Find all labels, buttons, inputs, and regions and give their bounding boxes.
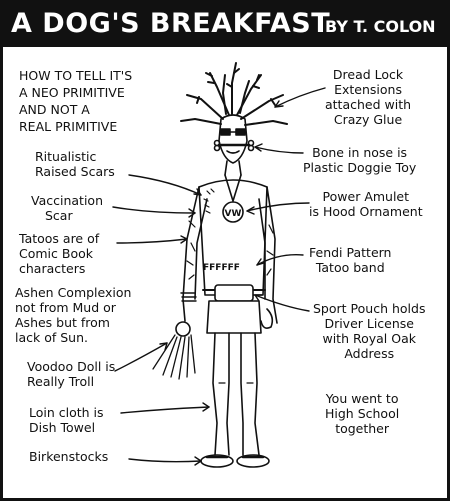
title-banner: A DOG'S BREAKFAST BY T. COLON (3, 3, 447, 47)
label-line: Dish Towel (29, 420, 96, 435)
label-line: Tatoo band (315, 260, 385, 275)
comic-title: A DOG'S BREAKFAST (11, 8, 331, 39)
label-line: Vaccination (31, 193, 103, 208)
label-line: Really Troll (27, 374, 95, 389)
label-line: together (335, 421, 390, 436)
label-line: attached with (325, 97, 412, 112)
label-line: Power Amulet (322, 189, 410, 204)
comic-byline: BY T. COLON (325, 17, 436, 36)
bone-drawing (213, 139, 255, 152)
dreadlock-label: Dread Lock Extensions attached with Craz… (325, 67, 411, 127)
fendi-label: Fendi Pattern Tatoo band (309, 245, 391, 275)
label-line: lack of Sun. (15, 330, 88, 345)
amulet-label: Power Amulet is Hood Ornament (309, 189, 423, 219)
label-line: Ritualistic (35, 149, 97, 164)
label-line: You went to (325, 391, 399, 406)
label-line: Ashes but from (15, 315, 110, 330)
label-line: is Hood Ornament (309, 204, 423, 219)
amulet-emblem: VW (225, 209, 242, 219)
label-line: High School (325, 406, 400, 421)
birkenstocks-label: Birkenstocks (29, 449, 108, 464)
pouch-label: Sport Pouch holds Driver License with Ro… (313, 301, 425, 361)
voodoo-doll-drawing (152, 321, 196, 380)
label-line: Loin cloth is (29, 405, 104, 420)
label-line: characters (19, 261, 86, 276)
label-line: Birkenstocks (29, 449, 109, 464)
tattoos-label: Tatoos are of Comic Book characters (19, 231, 99, 276)
label-line: Crazy Glue (333, 112, 403, 127)
label-line: Dread Lock (332, 67, 404, 82)
label-line: Bone in nose is (312, 145, 408, 160)
torso-drawing (198, 160, 268, 296)
label-line: Fendi Pattern (309, 245, 392, 260)
label-line: not from Mud or (15, 300, 116, 315)
heading-line: HOW TO TELL IT'S (19, 68, 133, 83)
heading-text: HOW TO TELL IT'S A NEO PRIMITIVE AND NOT… (19, 67, 132, 135)
head-drawing (218, 114, 248, 164)
label-line: Scar (45, 208, 73, 223)
dreadlocks-drawing (180, 62, 288, 126)
scars-label: Ritualistic Raised Scars (35, 149, 115, 179)
heading-line: AND NOT A (19, 102, 90, 117)
loin-cloth-label: Loin cloth is Dish Towel (29, 405, 104, 435)
complexion-label: Ashen Complexion not from Mud or Ashes b… (15, 285, 131, 345)
high-school-label: You went to High School together (325, 391, 399, 436)
label-line: Comic Book (19, 246, 93, 261)
sport-pouch-drawing (202, 284, 266, 302)
label-line: Address (344, 346, 395, 361)
legs-drawing (212, 332, 260, 456)
heading-line: REAL PRIMITIVE (19, 119, 118, 134)
birkenstocks-drawing (200, 454, 270, 468)
label-line: Raised Scars (35, 164, 115, 179)
label-line: with Royal Oak (322, 331, 416, 346)
loin-cloth-drawing (206, 300, 262, 334)
heading-line: A NEO PRIMITIVE (19, 85, 125, 100)
label-line: Plastic Doggie Toy (303, 160, 417, 175)
vaccination-label: Vaccination Scar (31, 193, 103, 223)
label-line: Extensions (334, 82, 402, 97)
label-line: Driver License (324, 316, 415, 331)
character-illustration: VW FFFFFF (112, 62, 326, 468)
label-line: Voodoo Doll is (27, 359, 116, 374)
label-line: Tatoos are of (19, 231, 100, 246)
voodoo-label: Voodoo Doll is Really Troll (27, 359, 115, 389)
bone-label: Bone in nose is Plastic Doggie Toy (303, 145, 416, 175)
fendi-tattoo-band: FFFFFF (203, 263, 240, 273)
label-line: Ashen Complexion (15, 285, 132, 300)
label-line: Sport Pouch holds (313, 301, 426, 316)
pointer-lines (112, 87, 326, 466)
